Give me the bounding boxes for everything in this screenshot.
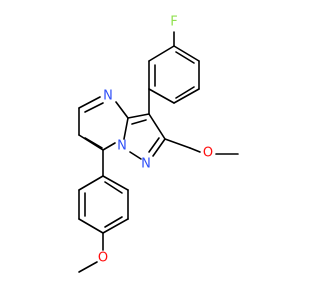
bond: [84, 137, 103, 149]
bonds: [78, 31, 239, 273]
bond: [148, 45, 175, 62]
bond: [129, 151, 142, 160]
bond: [78, 134, 104, 151]
nitrogen-label: N: [103, 89, 113, 104]
bond: [78, 96, 101, 109]
bond: [148, 137, 160, 153]
bond: [148, 113, 166, 140]
fluorine-label: F: [170, 15, 177, 30]
bond: [173, 45, 200, 62]
bond: [175, 86, 195, 99]
nitrogen-label: N: [141, 157, 151, 172]
bond: [131, 119, 147, 125]
bond: [173, 88, 200, 104]
bond: [104, 216, 123, 228]
oxygen-label: O: [203, 146, 213, 161]
bond: [102, 218, 129, 234]
bond: [115, 101, 129, 119]
bond: [148, 88, 175, 104]
bond: [189, 147, 201, 153]
bond: [104, 181, 123, 194]
bond: [84, 102, 104, 113]
bond: [127, 113, 150, 119]
oxygen-label: O: [98, 251, 108, 266]
molecule-structure: F N N N O O: [78, 15, 239, 273]
atom-labels: F N N N O O: [98, 15, 213, 266]
bond: [102, 142, 116, 151]
bond: [78, 261, 98, 273]
bond: [102, 175, 129, 191]
bond: [164, 138, 191, 149]
bond: [78, 218, 104, 234]
bond: [152, 138, 166, 157]
bond: [123, 117, 129, 140]
bond: [175, 51, 195, 64]
nitrogen-label: N: [117, 139, 127, 154]
bond: [78, 175, 104, 191]
